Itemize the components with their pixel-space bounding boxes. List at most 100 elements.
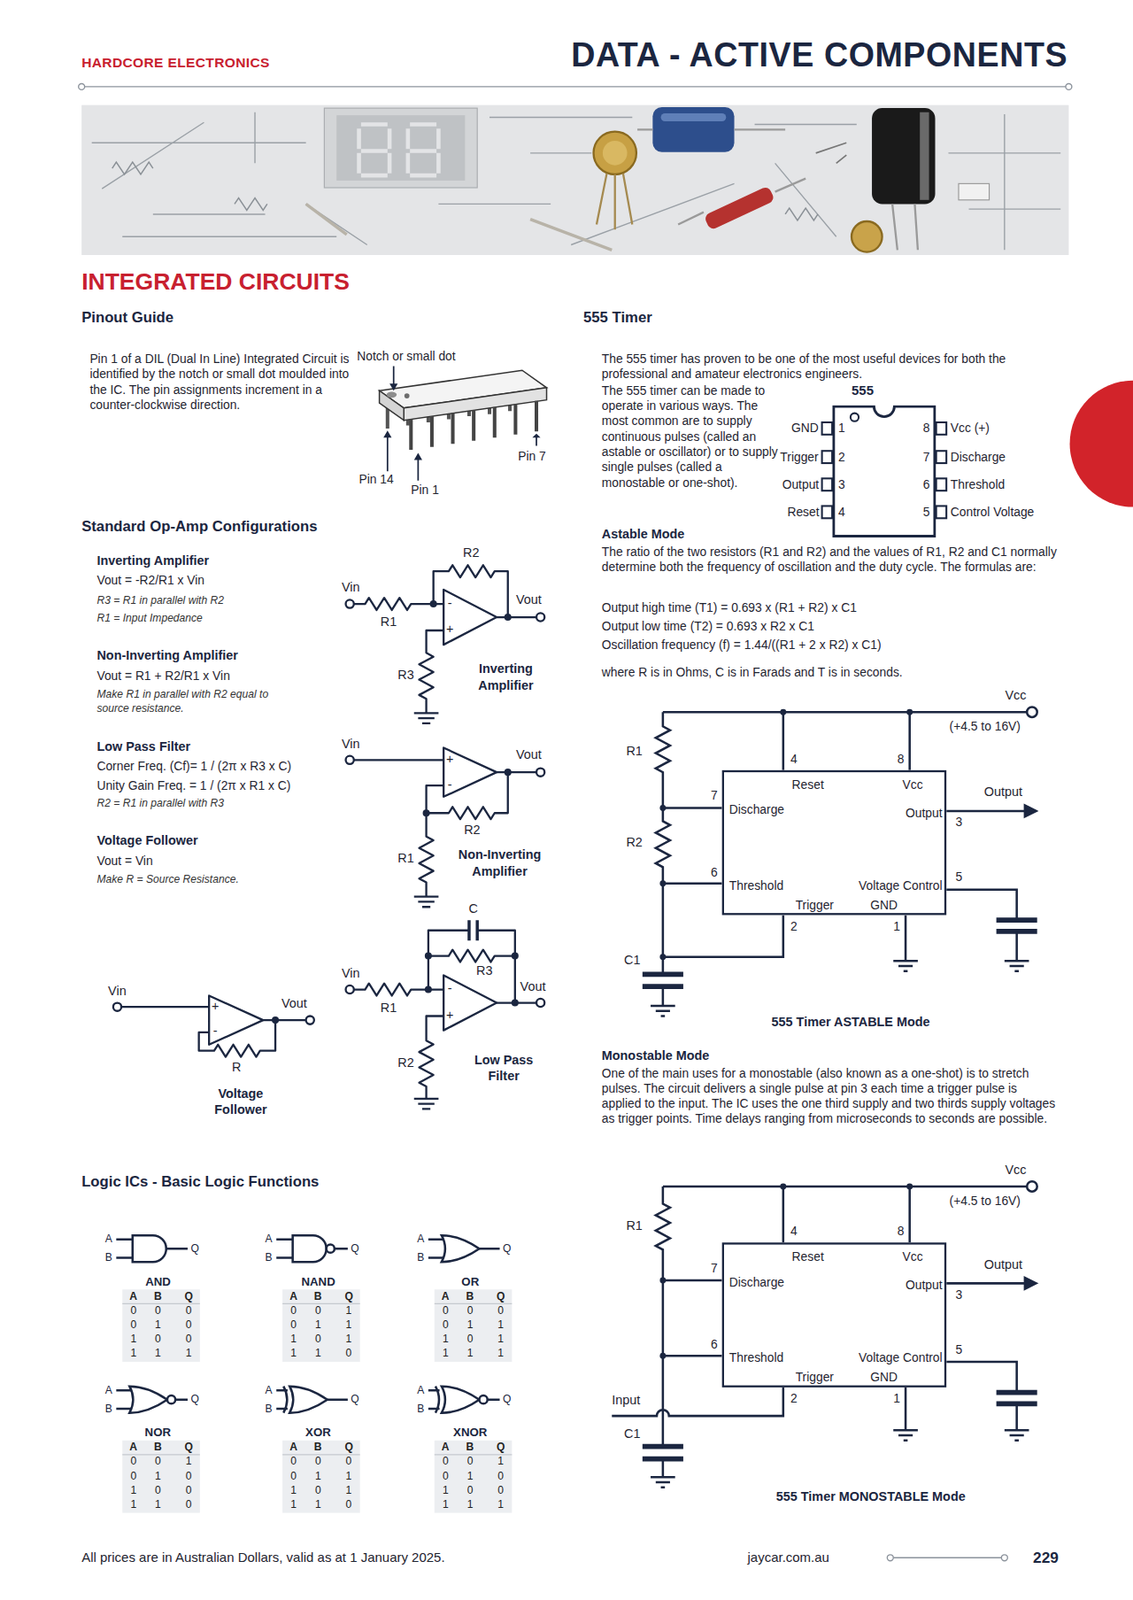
pin-number: 1 <box>893 917 901 933</box>
truth-table-grounds <box>434 1440 513 1513</box>
component-label: + <box>211 998 219 1015</box>
ic-pins <box>936 477 948 491</box>
signal-name: Q <box>350 1392 359 1406</box>
sub-heading: Inverting Amplifier <box>96 554 209 571</box>
monostable-circuit <box>655 1186 671 1447</box>
body-text: The 555 timer has proven to be one of th… <box>601 351 1059 383</box>
table-cell: 0 <box>442 1454 449 1468</box>
astable-circuit <box>996 919 1038 932</box>
pin-name: Vcc <box>902 1248 924 1265</box>
monostable-circuit <box>611 1180 1037 1488</box>
banner-photo <box>871 107 935 204</box>
banner-photo <box>678 178 806 225</box>
astable-circuit <box>662 710 1027 714</box>
table-cell: 1 <box>467 1497 474 1511</box>
table-cell: 1 <box>290 1332 297 1346</box>
table-cell: 1 <box>442 1332 449 1346</box>
logic-gates <box>276 1234 348 1262</box>
table-cell: 0 <box>315 1454 322 1468</box>
body-text: Pin 1 <box>410 481 440 497</box>
truth-table-grounds <box>282 1440 361 1513</box>
footer-rule <box>886 1554 894 1561</box>
pin-name: Trigger <box>795 1369 834 1385</box>
table-cell: 0 <box>497 1303 504 1318</box>
banner-photo <box>816 142 848 163</box>
figure-caption: Voltage Follower <box>200 1086 282 1118</box>
pin-name: Trigger <box>795 896 834 912</box>
ic-pins <box>822 450 833 463</box>
table-cell: 0 <box>154 1483 162 1497</box>
table-cell: 0 <box>346 1346 353 1360</box>
sub-heading: Monostable Mode <box>601 1048 710 1065</box>
banner-photo <box>81 105 1069 255</box>
table-cell: 1 <box>154 1497 162 1511</box>
monostable-circuit <box>779 1182 787 1189</box>
op-amp-circuits <box>208 994 263 1044</box>
signal-name: Q <box>502 1392 511 1406</box>
table-cell: 1 <box>154 1469 162 1483</box>
table-header: A <box>289 1440 298 1454</box>
dil-package-drawing <box>383 383 540 460</box>
section-heading: Standard Op-Amp Configurations <box>81 516 317 536</box>
component-label: + <box>446 1008 454 1025</box>
table-cell: 1 <box>315 1317 322 1332</box>
monostable-circuit <box>662 1279 723 1356</box>
banner-photo <box>958 183 990 200</box>
table-cell: 1 <box>154 1317 162 1332</box>
body-text: One of the main uses for a monostable (a… <box>601 1064 1059 1126</box>
op-amp-circuits <box>505 614 511 620</box>
monostable-circuit <box>783 1186 910 1242</box>
op-amp-circuits <box>354 597 444 610</box>
table-cell: 0 <box>315 1332 322 1346</box>
pin-number: 7 <box>710 787 718 803</box>
section-title: INTEGRATED CIRCUITS <box>81 266 350 296</box>
logic-gates <box>115 1386 188 1413</box>
figure-caption: Non-Inverting Amplifier <box>448 847 551 880</box>
op-amp-circuits <box>346 985 355 994</box>
table-cell: 1 <box>290 1497 297 1511</box>
component-label: R <box>231 1059 241 1076</box>
pin-name: Output <box>905 1277 943 1293</box>
pin-name: Reset <box>786 504 819 520</box>
truth-table-grounds <box>282 1288 361 1362</box>
pin-name: Vcc <box>902 776 924 792</box>
header-rule <box>1065 83 1072 90</box>
astable-circuit <box>642 706 1038 1016</box>
signal-name: Q <box>502 1241 511 1256</box>
pin-number: (+4.5 to 16V) <box>949 1192 1021 1208</box>
op-amp-circuits <box>496 770 537 773</box>
table-header: B <box>154 1440 162 1454</box>
op-amp-circuits <box>536 998 545 1007</box>
body-text: The ratio of the two resistors (R1 and R… <box>601 544 1059 576</box>
timer-block: ResetVccDischargeOutputThresholdVoltage … <box>722 1241 947 1388</box>
table-cell: 0 <box>290 1317 297 1332</box>
op-amp-circuits <box>469 919 478 941</box>
table-cell: 0 <box>185 1303 193 1318</box>
ic-pins <box>936 505 948 518</box>
component-label: Vout <box>516 593 542 609</box>
signal-name: B <box>265 1402 273 1416</box>
body-text: where R is in Ohms, C is in Farads and T… <box>601 664 903 680</box>
pin-number: 2 <box>790 917 798 933</box>
signal-name: B <box>105 1402 113 1416</box>
signal-name: A <box>416 1383 424 1397</box>
logic-gates <box>115 1234 188 1262</box>
monostable-circuit <box>906 1182 913 1189</box>
table-header: A <box>289 1289 298 1303</box>
body-text: Output high time (T1) = 0.693 x (R1 + R2… <box>601 600 857 616</box>
table-cell: 0 <box>185 1497 193 1511</box>
table-header: Q <box>344 1289 353 1303</box>
pin-name: GND <box>791 420 819 436</box>
body-text: Pin 1 of a DIL (Dual In Line) Integrated… <box>89 351 357 413</box>
dil-package-drawing <box>404 393 410 399</box>
component-label: C1 <box>624 1426 640 1443</box>
table-cell: 0 <box>130 1454 137 1468</box>
table-cell: 0 <box>346 1454 353 1468</box>
body-text: Unity Gain Freq. = 1 / (2π x R1 x C) <box>96 777 291 793</box>
body-text: Vout = Vin <box>96 853 153 869</box>
component-label: C <box>468 901 478 918</box>
component-label: Vin <box>341 736 361 753</box>
pin-number: 6 <box>710 863 718 879</box>
table-cell: 1 <box>346 1332 353 1346</box>
monostable-circuit <box>1026 1180 1038 1192</box>
